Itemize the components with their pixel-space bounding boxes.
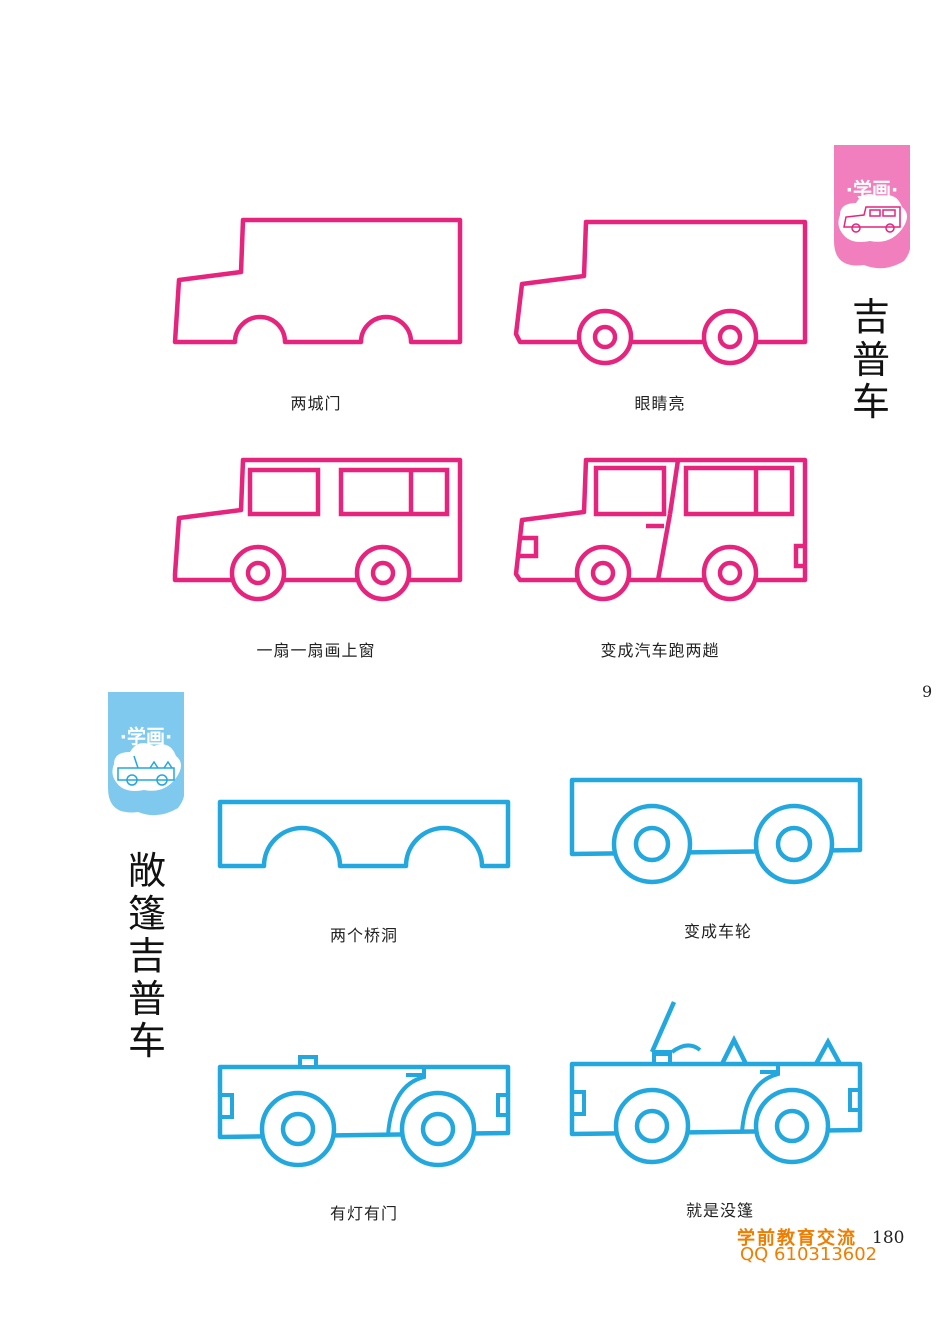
- badge-background: [834, 145, 911, 269]
- badge-label: ·学画·: [845, 179, 899, 201]
- badge-jeep-icon: [843, 206, 901, 233]
- title-char: 车: [127, 1019, 166, 1064]
- title-char: 篷: [127, 891, 166, 936]
- title-char: 吉: [851, 295, 890, 339]
- section-badge-convertible: ·学画·: [108, 692, 185, 818]
- watermark-qq: QQ 610313602: [740, 1244, 878, 1265]
- badge-background: [108, 692, 185, 816]
- title-char: 普: [851, 337, 890, 382]
- jeep-step-1-drawing: [172, 217, 463, 345]
- step-caption: 两个桥洞: [329, 926, 399, 945]
- step-caption: 变成车轮: [683, 922, 753, 941]
- jeep-step-2-drawing: [513, 219, 808, 366]
- convertible-step-2-drawing: [569, 777, 863, 885]
- section-title-convertible: 敞 篷 吉 普 车: [122, 850, 172, 1063]
- jeep-step-3-drawing: [172, 457, 463, 602]
- title-char: 普: [127, 976, 166, 1021]
- step-caption: 有灯有门: [329, 1204, 399, 1223]
- side-page-number: 9: [922, 682, 933, 701]
- convertible-step-3-drawing: [217, 1055, 511, 1168]
- step-caption: 变成汽车跑两趟: [600, 641, 720, 660]
- badge-convertible-icon: [117, 755, 175, 786]
- step-caption: 眼睛亮: [634, 394, 686, 413]
- step-caption: 一扇一扇画上窗: [256, 641, 376, 660]
- title-char: 吉: [127, 934, 166, 979]
- badge-label: ·学画·: [119, 726, 173, 748]
- jeep-step-4-drawing: [513, 457, 808, 602]
- title-char: 敞: [127, 849, 166, 893]
- title-char: 车: [851, 380, 890, 425]
- page-number: 180: [872, 1228, 905, 1248]
- section-title-jeep: 吉 普 车: [846, 296, 896, 424]
- section-badge-jeep: ·学画·: [834, 145, 911, 271]
- watermark-title: 学前教育交流: [737, 1228, 857, 1249]
- step-caption: 就是没篷: [685, 1201, 755, 1220]
- convertible-step-4-drawing: [569, 1001, 863, 1165]
- step-caption: 两城门: [290, 394, 342, 413]
- convertible-step-1-drawing: [217, 799, 511, 869]
